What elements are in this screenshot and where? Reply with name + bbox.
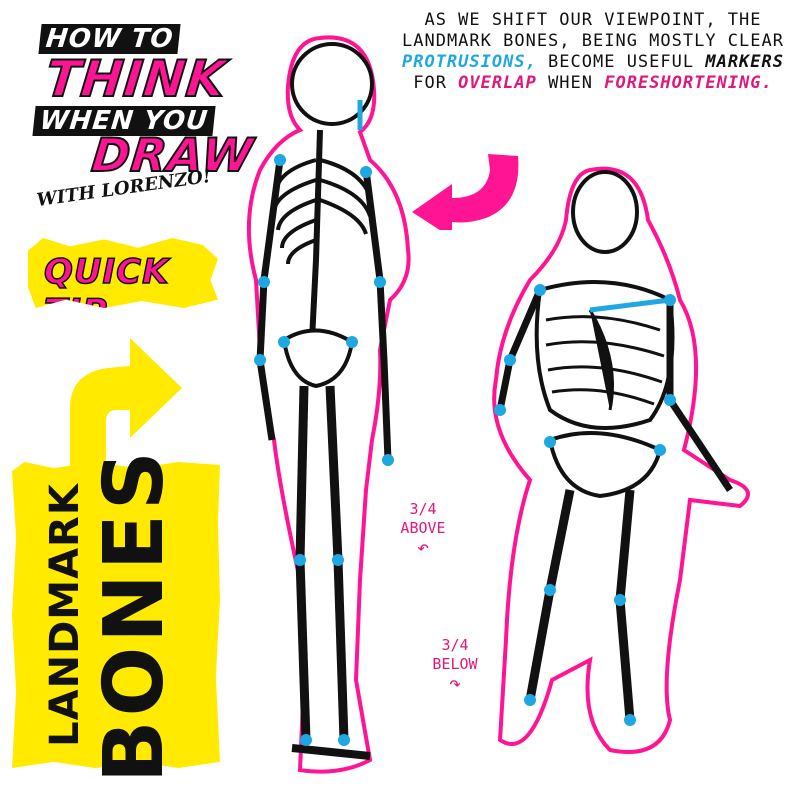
caption: AS WE SHIFT OUR VIEWPOINT, THE LANDMARK …: [400, 10, 786, 94]
title-line1: LANDMARK: [42, 483, 88, 747]
caption-overlap: OVERLAP: [458, 73, 537, 93]
pink-arrow-icon: [412, 154, 519, 230]
view-below-fraction: 3/4: [441, 636, 469, 654]
caption-protrusions: PROTRUSIONS,: [401, 52, 537, 72]
caption-text-2: BECOME USEFUL: [536, 52, 706, 72]
skeleton-above-illustration: [246, 35, 411, 774]
view-above-fraction: 3/4: [409, 500, 437, 518]
view-below-word: BELOW: [432, 655, 478, 673]
caption-foreshortening: FORESHORTENING.: [604, 73, 773, 93]
skeleton-below-illustration: [492, 166, 750, 754]
arrow-curl-icon: ↶: [416, 535, 430, 559]
caption-text-1: AS WE SHIFT OUR VIEWPOINT, THE LANDMARK …: [402, 10, 784, 51]
title-block: [12, 462, 220, 768]
caption-text-4: WHEN: [536, 73, 605, 93]
title-line2: BONES: [87, 447, 182, 783]
caption-markers: MARKERS: [705, 52, 784, 72]
view-below-label: 3/4 BELOW ↷: [420, 636, 490, 693]
quick-tip-badge: QUICK TIP: [28, 238, 218, 308]
view-above-word: ABOVE: [400, 519, 446, 537]
view-above-label: 3/4 ABOVE ↶: [388, 500, 458, 557]
logo-think: THINK: [42, 49, 230, 109]
curved-arrow-icon: [70, 338, 182, 468]
title-text: LANDMARK BONES: [40, 447, 182, 783]
arrow-curl-icon: ↷: [448, 671, 462, 695]
caption-text-3: FOR: [413, 73, 459, 93]
